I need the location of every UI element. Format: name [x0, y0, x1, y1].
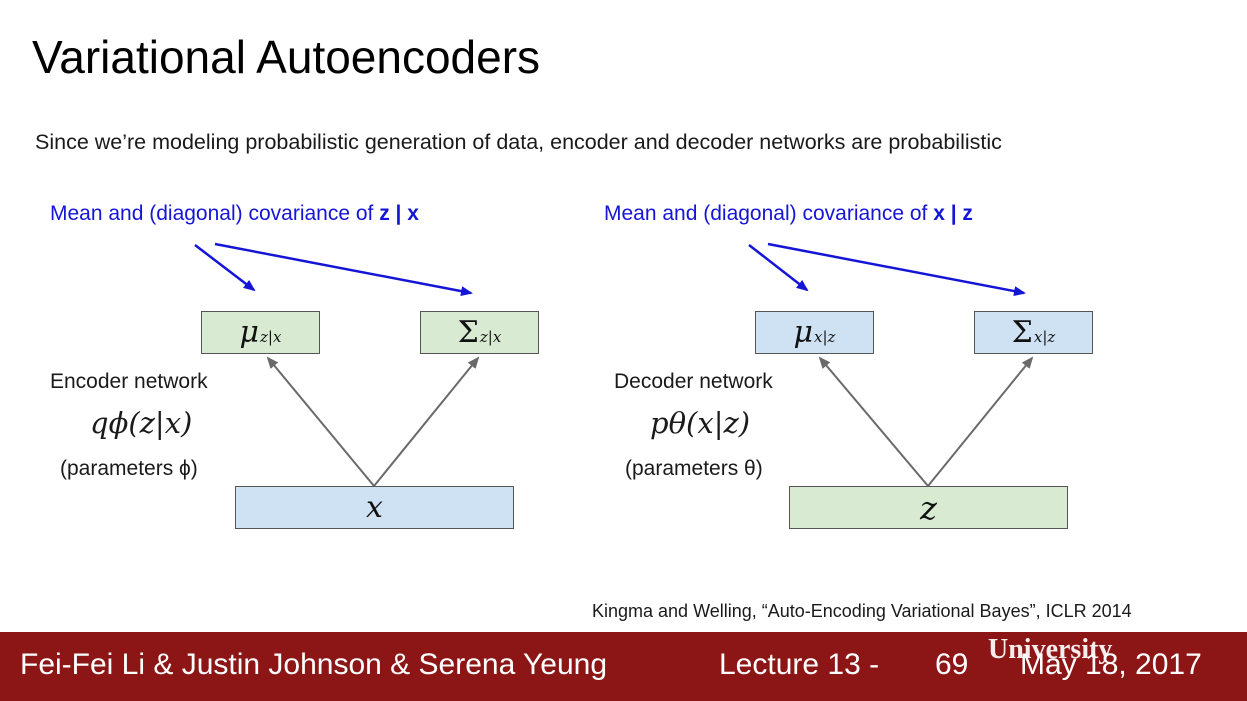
encoder-distribution: qϕ(z|x)	[90, 406, 193, 440]
decoder-cov-subscript: x|z	[1033, 327, 1056, 346]
encoder-network-label: Encoder network	[50, 370, 208, 393]
decoder-annotation-arrow-mean	[748, 244, 809, 292]
decoder-annotation: Mean and (diagonal) covariance of x | z	[604, 202, 973, 226]
encoder-annotation-arrow-mean	[194, 244, 256, 292]
decoder-mean-symbol: μ	[793, 315, 814, 350]
footer-slide-number: 69	[935, 648, 969, 681]
decoder-distribution: pθ(x|z)	[650, 406, 751, 440]
slide-subtitle: Since we’re modeling probabilistic gener…	[35, 130, 1002, 154]
decoder-network-label: Decoder network	[614, 370, 773, 393]
encoder-cov-subscript: z|x	[479, 327, 502, 346]
decoder-annotation-text: Mean and (diagonal) covariance of	[604, 202, 934, 225]
encoder-annotation-arrow-cov	[214, 242, 473, 297]
footer-bar: Fei-Fei Li & Justin Johnson & Serena Yeu…	[0, 632, 1247, 701]
encoder-mean-symbol: μ	[239, 315, 260, 350]
decoder-input-symbol: z	[920, 488, 937, 527]
citation: Kingma and Welling, “Auto-Encoding Varia…	[592, 601, 1132, 621]
encoder-mean-subscript: z|x	[260, 327, 282, 346]
encoder-parameters: (parameters ϕ)	[60, 457, 198, 480]
encoder-cov-symbol: Σ	[457, 315, 479, 350]
encoder-annotation: Mean and (diagonal) covariance of z | x	[50, 202, 419, 226]
slide-title: Variational Autoencoders	[32, 31, 541, 83]
decoder-cov-symbol: Σ	[1011, 315, 1033, 350]
footer-lecture: Lecture 13 -	[719, 648, 880, 681]
encoder-arrow-to-mean	[266, 356, 375, 487]
decoder-mean-subscript: x|z	[814, 327, 836, 346]
encoder-arrow-to-cov	[373, 356, 480, 487]
encoder-annotation-bold: z | x	[379, 202, 419, 225]
encoder-annotation-text: Mean and (diagonal) covariance of	[50, 202, 380, 225]
decoder-arrow-to-cov	[927, 356, 1034, 487]
encoder-input-box: x	[235, 486, 514, 529]
encoder-input-symbol: x	[366, 490, 383, 525]
footer-date: May 18, 2017	[1020, 648, 1202, 681]
decoder-input-box: z	[789, 486, 1068, 529]
decoder-parameters: (parameters θ)	[625, 457, 763, 480]
footer-authors: Fei-Fei Li & Justin Johnson & Serena Yeu…	[20, 648, 608, 681]
decoder-annotation-arrow-cov	[767, 242, 1026, 297]
decoder-annotation-bold: x | z	[933, 202, 973, 225]
footer-watermark: University	[988, 634, 1113, 665]
decoder-arrow-to-mean	[818, 356, 929, 487]
